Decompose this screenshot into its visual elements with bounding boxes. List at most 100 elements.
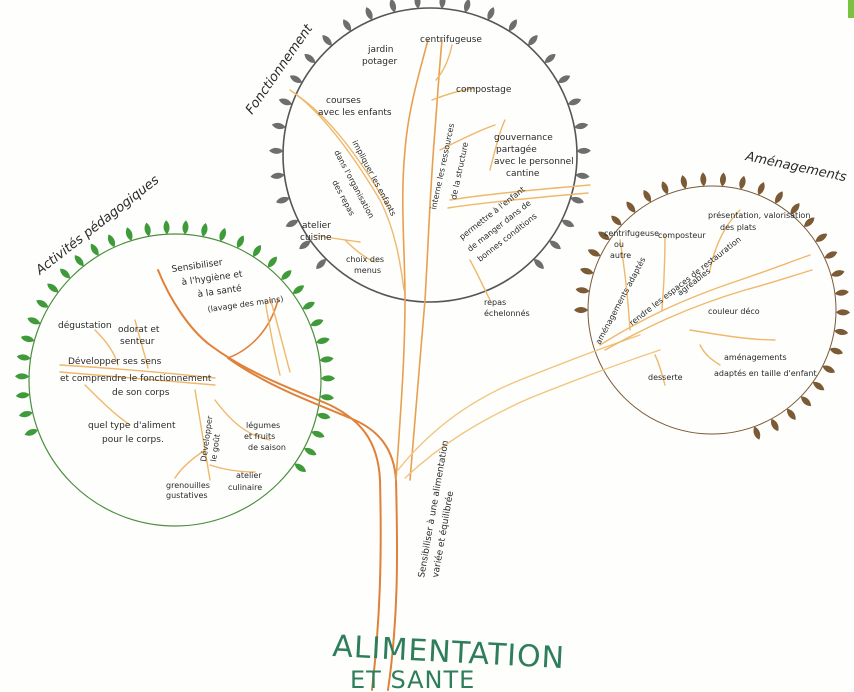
label-developper-3: de son corps (112, 388, 170, 398)
label-jardin-2: potager (362, 57, 398, 67)
leaf-icon (24, 428, 38, 436)
leaf-icon (575, 172, 590, 179)
label-legumes-2: et fruits (244, 432, 275, 441)
label-presentation-1: présentation, valorisation (708, 210, 810, 220)
label-desserte: desserte (648, 373, 683, 382)
leaf-icon (680, 175, 688, 189)
leaf-icon (74, 255, 84, 267)
leaf-icon (598, 231, 610, 240)
leaf-icon (414, 0, 421, 9)
leaf-icon (19, 410, 33, 418)
leaf-icon (304, 447, 317, 456)
label-grenouilles-1: grenouilles (166, 481, 210, 490)
leaf-icon (587, 249, 601, 257)
corner-accent (848, 0, 854, 18)
trunk (157, 39, 661, 691)
left-circle-leaves (15, 220, 335, 472)
leaf-icon (289, 75, 303, 84)
leaf-icon (626, 201, 636, 213)
label-atelier-culinaire-2: culinaire (228, 483, 262, 492)
leaf-icon (270, 172, 285, 179)
leaf-icon (365, 7, 373, 21)
leaf-icon (557, 75, 571, 84)
label-gouvernance-4: cantine (506, 169, 540, 179)
leaf-icon (163, 220, 170, 235)
leaf-icon (316, 337, 330, 344)
top-circle (282, 7, 578, 303)
leaf-icon (201, 222, 208, 237)
leaf-icon (775, 191, 783, 204)
leaf-icon (15, 392, 30, 399)
leaf-icon (508, 19, 517, 32)
leaf-icon (829, 347, 843, 355)
category-activites: Activités pédagogiques (32, 173, 162, 279)
leaf-icon (285, 219, 299, 228)
left-circle (28, 233, 322, 527)
label-gouvernance-3: avec le personnel (494, 157, 574, 167)
label-composteur: composteur (658, 231, 706, 240)
right-circle-leaves (574, 172, 850, 440)
leaf-icon (771, 418, 779, 432)
leaf-icon (570, 196, 584, 204)
leaf-icon (292, 285, 305, 294)
leaf-icon (299, 240, 311, 250)
label-grenouilles-2: gustatives (166, 491, 208, 500)
leaf-icon (319, 356, 334, 363)
label-structure: de la structure (449, 141, 470, 200)
label-presentation-2: des plats (720, 223, 756, 232)
leaf-icon (580, 267, 594, 275)
label-odorat-2: senteur (120, 337, 155, 347)
leaf-icon (236, 235, 245, 249)
leaf-icon (836, 309, 850, 316)
leaf-icon (281, 270, 292, 280)
label-repas-2: échelonnés (484, 308, 530, 318)
leaf-icon (16, 354, 31, 361)
leaf-icon (804, 217, 815, 227)
leaf-icon (533, 258, 544, 269)
label-centrifugeuse-right-2: ou (614, 240, 624, 249)
leaf-icon (800, 396, 812, 407)
leaf-icon (528, 35, 538, 46)
label-courses-1: courses (326, 96, 361, 106)
leaf-icon (812, 381, 825, 391)
leaf-icon (144, 222, 151, 237)
leaf-icon (302, 301, 315, 310)
leaf-icon (661, 181, 669, 195)
label-compostage: compostage (456, 85, 512, 95)
leaf-icon (834, 328, 849, 336)
leaf-icon (463, 0, 471, 13)
label-developper-gout-2: le goût (209, 433, 222, 462)
label-impliquer-1: impliquer les enfants (350, 139, 398, 218)
label-legumes-3: de saison (248, 443, 286, 452)
leaf-icon (316, 258, 327, 269)
leaf-icon (36, 299, 49, 308)
label-type-1: quel type d'aliment (88, 421, 176, 431)
right-circle-labels: centrifugeuse ou autre composteur présen… (593, 210, 817, 382)
leaf-icon (757, 182, 765, 196)
label-sensibiliser-3: à la santé (197, 283, 243, 300)
leaf-icon (561, 219, 575, 228)
label-type-2: pour le corps. (102, 435, 164, 445)
label-jardin-1: jardin (367, 45, 393, 55)
label-atelier-cuisine-2: cuisine (300, 233, 332, 243)
leaf-icon (107, 234, 116, 248)
leaf-icon (27, 317, 41, 325)
label-centrifugeuse-right-1: centrifugeuse (604, 229, 659, 238)
label-choix-2: menus (354, 266, 381, 275)
leaf-icon (276, 196, 290, 204)
label-amenagements-1: aménagements (724, 352, 787, 362)
label-centrifugeuse: centrifugeuse (420, 35, 482, 45)
label-centrifugeuse-right-3: autre (610, 251, 631, 260)
label-choix-1: choix des (346, 255, 384, 264)
leaf-icon (47, 283, 59, 293)
category-amenagements: Aménagements (743, 149, 848, 185)
leaf-icon (824, 251, 838, 259)
leaf-icon (487, 7, 495, 21)
right-circle (587, 185, 837, 435)
leaf-icon (294, 463, 307, 472)
leaf-icon (643, 190, 652, 203)
label-repas-1: repas (484, 298, 506, 307)
leaf-icon (790, 203, 800, 215)
leaf-icon (343, 19, 352, 32)
leaf-icon (219, 228, 227, 242)
